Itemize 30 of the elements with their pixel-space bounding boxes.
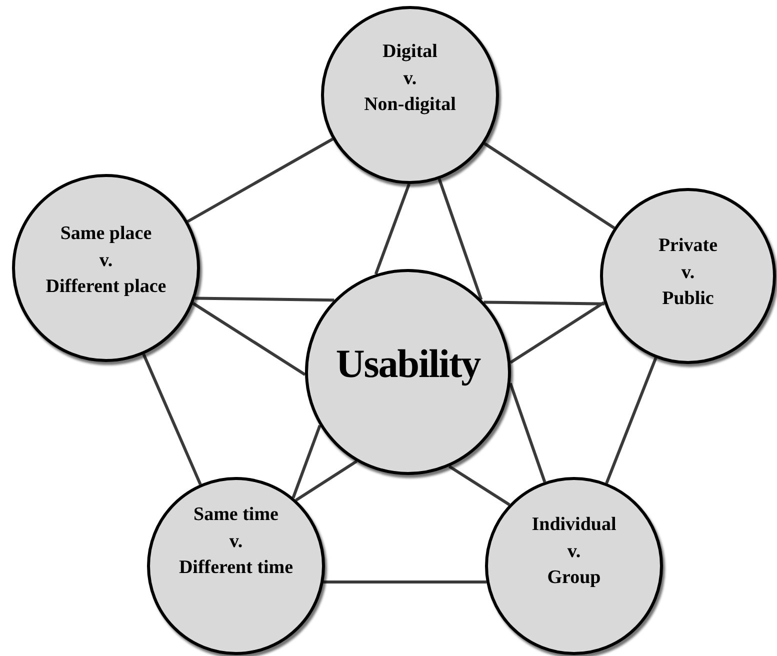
node-label: v. bbox=[567, 540, 581, 564]
connector-line bbox=[194, 296, 334, 302]
node-label: Public bbox=[662, 287, 714, 312]
node-label: Individual bbox=[532, 513, 616, 537]
connector-line bbox=[374, 183, 411, 275]
node-label: Same place bbox=[60, 222, 152, 246]
connector-line bbox=[324, 580, 486, 584]
connector-line bbox=[142, 354, 202, 486]
node-label: Group bbox=[547, 566, 601, 590]
node-label: v. bbox=[99, 248, 113, 273]
connector-line bbox=[448, 465, 510, 506]
connector-line bbox=[484, 300, 605, 306]
connector-line bbox=[438, 178, 483, 300]
connector-line bbox=[295, 460, 358, 502]
node-label: Digital bbox=[382, 40, 438, 64]
node-label: Private bbox=[658, 234, 718, 258]
node-label: v. bbox=[403, 66, 417, 91]
node-label: Non-digital bbox=[364, 93, 456, 118]
connector-line bbox=[484, 142, 616, 230]
connector-line bbox=[605, 357, 658, 484]
node-label: Usability bbox=[336, 344, 480, 388]
node-label: v. bbox=[229, 530, 243, 554]
connector-line bbox=[192, 302, 306, 376]
connector-line bbox=[292, 424, 322, 498]
node-label: Same time bbox=[194, 503, 278, 527]
connector-line bbox=[186, 138, 334, 223]
node-label: Different time bbox=[178, 556, 294, 580]
node-label: Different place bbox=[46, 275, 166, 300]
connector-line bbox=[510, 301, 605, 364]
node-label: v. bbox=[681, 260, 695, 285]
